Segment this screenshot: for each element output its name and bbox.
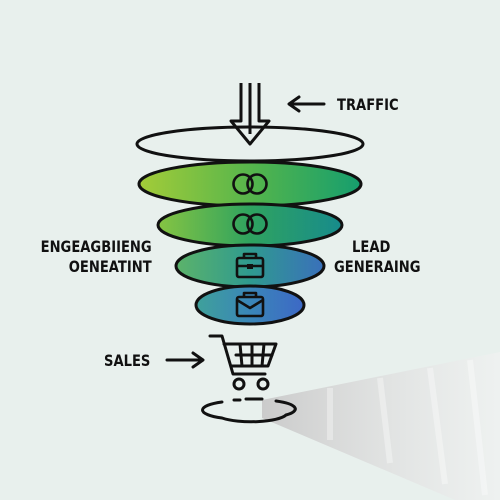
funnel-layer-1 [137,160,363,208]
shopping-cart-icon [208,334,278,391]
sales-label: SALES [104,351,151,370]
traffic-label: TRAFFIC [337,95,399,114]
funnel-layer-2 [156,202,344,248]
lead-label-line1: LEAD [352,237,391,256]
briefcase-icon [235,252,265,279]
engagement-label-line1: ENGEAGBIIENG [40,237,152,256]
rings-icon [232,213,268,235]
engagement-label: ENGEAGBIIENG OENEATINT [31,237,152,277]
lead-label-line2: GENERAING [334,257,421,276]
light-beam-stripes [327,359,488,496]
engagement-label-line2: OENEATINT [68,257,152,276]
traffic-pointer-arrow-icon [287,95,326,113]
traffic-down-arrow-icon [229,83,271,146]
briefcase-icon [235,291,265,318]
sales-pointer-arrow-icon [165,351,205,369]
portal-ring [201,397,297,424]
lead-generation-label: LEAD GENERAING [334,237,421,277]
rings-icon [232,173,268,195]
light-beam [262,352,500,500]
funnel-layer-4 [194,284,306,326]
